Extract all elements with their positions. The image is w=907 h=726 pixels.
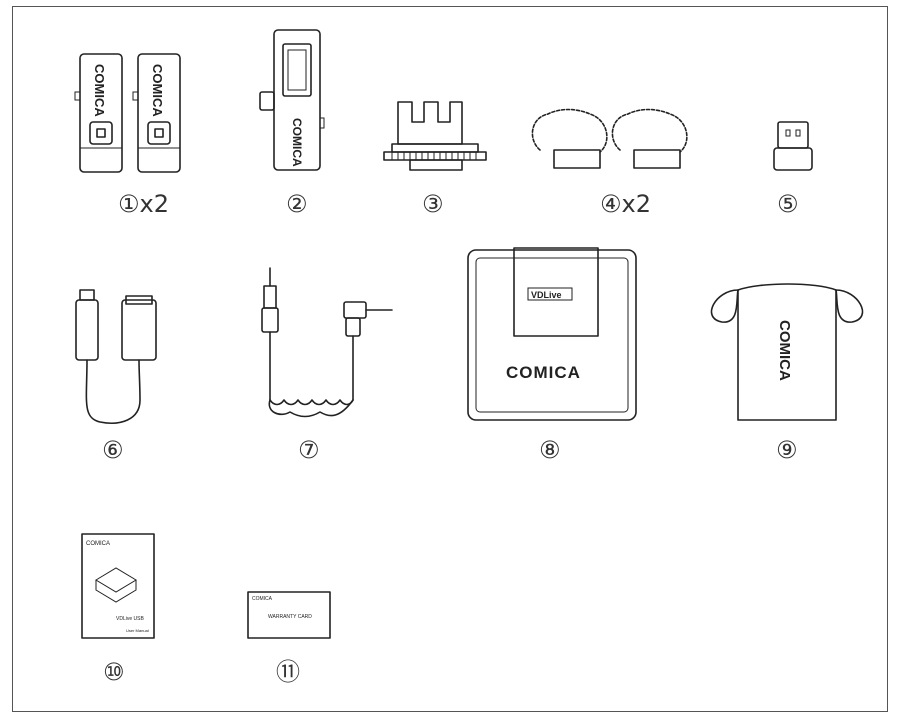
item-11-label: ⑪	[276, 658, 300, 686]
receiver-illustration: COMICA	[259, 29, 325, 171]
manual-footer: User Manual	[126, 628, 149, 633]
item-9-label: ⑨	[776, 436, 798, 464]
transmitter-illustration: COMICA COMICA	[74, 53, 181, 173]
warranty-title: WARRANTY CARD	[268, 614, 312, 620]
pouch-illustration: COMICA	[710, 283, 864, 421]
item-6-label: ⑥	[102, 436, 124, 464]
usb-cable-illustration	[75, 289, 157, 424]
item-1-label: ①x2	[118, 190, 169, 218]
warranty-brand: COMICA	[252, 596, 273, 602]
item-7-label: ⑦	[298, 436, 320, 464]
case-logo: COMICA	[506, 363, 581, 382]
item-2-label: ②	[286, 190, 308, 218]
receiver-logo: COMICA	[290, 118, 304, 167]
manual-brand: COMICA	[86, 541, 110, 547]
manual-model: VDLive USB	[116, 616, 144, 622]
carrying-case-illustration: VDLive COMICA	[467, 247, 637, 421]
item-10-label: ⑩	[103, 658, 125, 686]
item-5-label: ⑤	[777, 190, 799, 218]
item-8-label: ⑧	[539, 436, 561, 464]
pouch-logo: COMICA	[776, 320, 793, 381]
transmitter-logo-1: COMICA	[92, 64, 107, 117]
warranty-card-illustration: COMICA WARRANTY CARD	[247, 591, 331, 639]
audio-cable-illustration	[261, 267, 393, 418]
page-frame	[12, 6, 888, 712]
item-4-label: ④x2	[600, 190, 651, 218]
case-badge: VDLive	[531, 290, 562, 300]
windscreen-illustration	[531, 108, 688, 169]
user-manual-illustration: COMICA VDLive USB User Manual	[81, 533, 155, 639]
usb-adapter-illustration	[773, 121, 813, 171]
item-3-label: ③	[422, 190, 444, 218]
transmitter-logo-2: COMICA	[150, 64, 165, 117]
cold-shoe-mount-illustration	[383, 101, 487, 171]
